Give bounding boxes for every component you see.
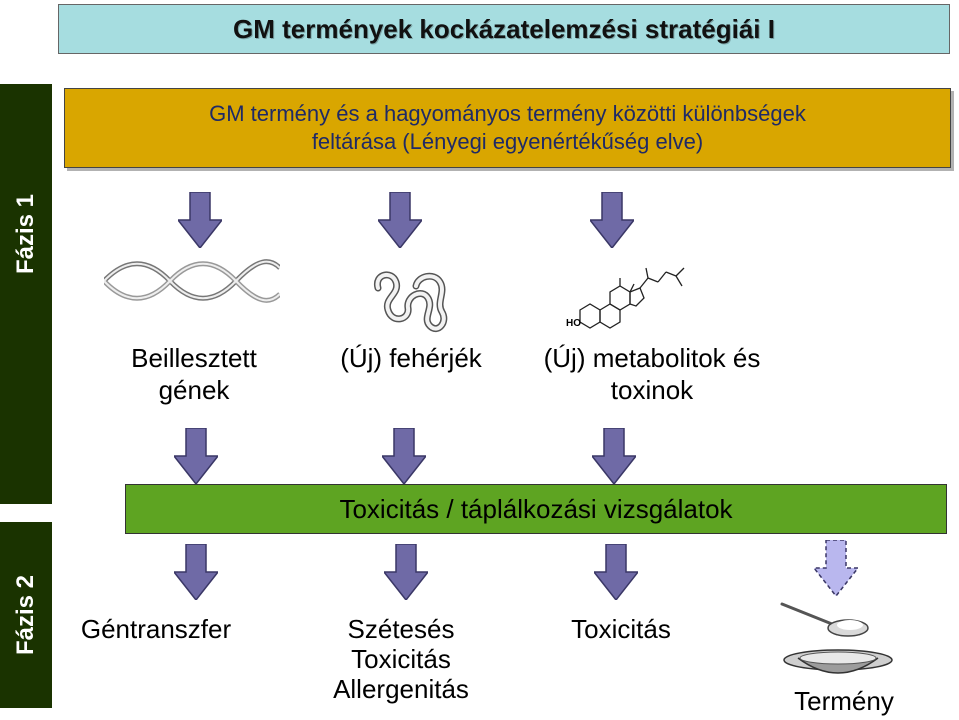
- crop-label: Termény: [776, 686, 912, 716]
- dashed-down-arrow-icon: [814, 540, 858, 596]
- down-arrow-icon: [382, 428, 426, 484]
- new-proteins-label: (Új) fehérjék: [316, 342, 506, 374]
- down-arrow-icon: [590, 192, 634, 248]
- comparison-line-1: GM termény és a hagyományos termény közö…: [209, 101, 806, 126]
- down-arrow-icon: [174, 544, 218, 600]
- down-arrow-icon: [594, 544, 638, 600]
- toxicity-label: Toxicitás: [546, 614, 696, 644]
- degradation-line-1: Szétesés: [347, 614, 455, 644]
- spoon-and-bowl-icon: [776, 598, 896, 680]
- protein-structure-icon: [370, 268, 450, 334]
- degradation-line-3: Allergenitás: [333, 674, 469, 704]
- crop-text: Termény: [794, 686, 894, 716]
- new-proteins-line-1: (Új) fehérjék: [340, 343, 482, 373]
- phase-1-label: Fázis 1: [12, 193, 40, 275]
- phase-2-bar: Fázis 2: [0, 522, 52, 708]
- inserted-genes-line-1: Beillesztett: [131, 343, 257, 373]
- studies-box: Toxicitás / táplálkozási vizsgálatok: [125, 484, 947, 534]
- degradation-label: Szétesés Toxicitás Allergenitás: [306, 614, 496, 704]
- page-title-text: GM termények kockázatelemzési stratégiái…: [233, 13, 775, 44]
- down-arrow-icon: [592, 428, 636, 484]
- down-arrow-icon: [384, 544, 428, 600]
- phase-1-bar: Fázis 1: [0, 84, 52, 504]
- comparison-line-2: feltárása (Lényegi egyenértékűség elve): [311, 129, 704, 154]
- gene-transfer-text: Géntranszfer: [80, 614, 232, 644]
- dna-helix-icon: [102, 258, 282, 304]
- down-arrow-icon: [178, 192, 222, 248]
- new-metabolites-line-1: (Új) metabolitok és: [543, 343, 761, 373]
- new-metabolites-label: (Új) metabolitok és toxinok: [508, 342, 796, 406]
- hydroxyl-label: HO: [566, 318, 581, 329]
- inserted-genes-label: Beillesztett gének: [106, 342, 282, 406]
- down-arrow-icon: [378, 192, 422, 248]
- page-title: GM termények kockázatelemzési stratégiái…: [58, 4, 950, 54]
- phase-2-label: Fázis 2: [12, 574, 40, 656]
- studies-text: Toxicitás / táplálkozási vizsgálatok: [339, 493, 733, 524]
- inserted-genes-line-2: gének: [158, 375, 230, 405]
- degradation-line-2: Toxicitás: [351, 644, 451, 674]
- toxicity-text: Toxicitás: [571, 614, 671, 644]
- comparison-box: GM termény és a hagyományos termény közö…: [64, 88, 951, 168]
- new-metabolites-line-2: toxinok: [610, 375, 694, 405]
- steroid-molecule-icon: HO: [562, 256, 692, 332]
- down-arrow-icon: [174, 428, 218, 484]
- gene-transfer-label: Géntranszfer: [58, 614, 254, 644]
